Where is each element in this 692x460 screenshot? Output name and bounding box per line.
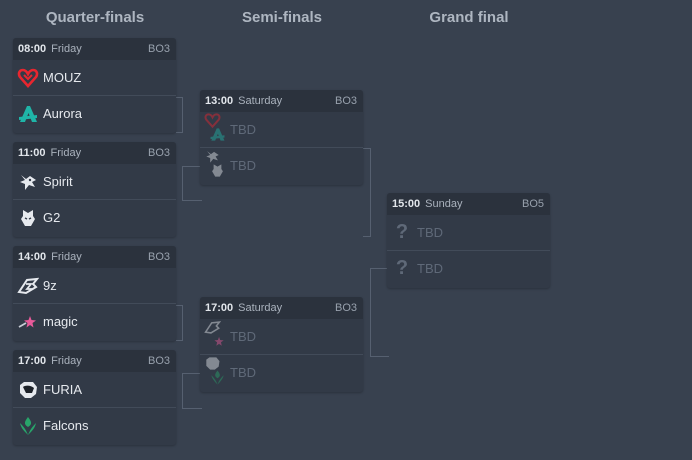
match-time: 13:00 — [205, 95, 234, 107]
match-qf-4[interactable]: 17:00 Friday BO3 FURIA Falcons — [13, 350, 176, 445]
match-header: 17:00 Saturday BO3 — [200, 297, 363, 319]
match-time: 17:00 — [18, 355, 47, 367]
match-header: 11:00 Friday BO3 — [13, 142, 176, 164]
connector-qf3-sf2 — [176, 305, 183, 341]
team-row-tbd[interactable]: TBD — [200, 354, 363, 390]
team-row-tbd[interactable]: TBD — [200, 112, 363, 147]
aurora-icon — [209, 126, 226, 143]
unknown-team-icon: ? — [395, 221, 409, 243]
team-row-falcons[interactable]: Falcons — [13, 407, 176, 443]
spirit-dragon-icon — [204, 148, 221, 165]
match-day: Sunday — [425, 198, 463, 210]
team-row-9z[interactable]: 9z — [13, 268, 176, 303]
match-day: Saturday — [238, 302, 283, 314]
magic-star-icon — [209, 333, 226, 350]
match-sf-1[interactable]: 13:00 Saturday BO3 TBD TBD — [200, 90, 363, 185]
match-time: 11:00 — [18, 147, 46, 159]
team-row-tbd[interactable]: TBD — [200, 147, 363, 183]
match-qf-2[interactable]: 11:00 Friday BO3 Spirit G2 — [13, 142, 176, 237]
match-header: 13:00 Saturday BO3 — [200, 90, 363, 112]
team-name: TBD — [417, 261, 443, 276]
match-day: Saturday — [238, 95, 283, 107]
match-format: BO5 — [521, 198, 544, 210]
match-format: BO3 — [147, 43, 170, 55]
match-format: BO3 — [147, 147, 170, 159]
match-time: 15:00 — [392, 198, 421, 210]
match-header: 15:00 Sunday BO5 — [387, 193, 550, 215]
mouz-heart-icon — [17, 67, 39, 89]
match-qf-3[interactable]: 14:00 Friday BO3 9z magic — [13, 246, 176, 341]
stage-title-semi-finals: Semi-finals — [241, 9, 323, 26]
match-day: Friday — [51, 43, 82, 55]
match-day: Friday — [50, 147, 82, 159]
team-name: TBD — [230, 158, 256, 173]
stage-title-quarter-finals: Quarter-finals — [45, 9, 145, 26]
9z-icon — [204, 319, 221, 336]
aurora-icon — [17, 103, 39, 125]
team-row-mouz[interactable]: MOUZ — [13, 60, 176, 95]
falcons-icon — [209, 369, 226, 386]
team-name: MOUZ — [43, 70, 82, 85]
match-sf-2[interactable]: 17:00 Saturday BO3 TBD TBD — [200, 297, 363, 392]
match-time: 17:00 — [205, 302, 234, 314]
team-name: Spirit — [43, 174, 73, 189]
team-name: G2 — [43, 210, 61, 225]
connector-sf2-gf — [370, 268, 389, 357]
match-day: Friday — [51, 355, 82, 367]
connector-qf2-sf1 — [182, 166, 202, 201]
match-time: 14:00 — [18, 251, 47, 263]
team-name: FURIA — [43, 382, 82, 397]
magic-star-icon — [17, 311, 39, 333]
match-header: 14:00 Friday BO3 — [13, 246, 176, 268]
team-name: TBD — [230, 122, 256, 137]
match-format: BO3 — [147, 251, 170, 263]
team-name: 9z — [43, 278, 57, 293]
pending-team-logos — [204, 320, 226, 350]
mouz-heart-icon — [204, 112, 221, 129]
match-format: BO3 — [334, 95, 357, 107]
match-format: BO3 — [334, 302, 357, 314]
team-row-magic[interactable]: magic — [13, 303, 176, 339]
team-row-tbd[interactable]: ? TBD — [387, 215, 550, 250]
pending-team-logos — [204, 150, 226, 179]
pending-team-logos — [204, 356, 226, 386]
match-format: BO3 — [147, 355, 170, 367]
9z-icon — [17, 275, 39, 297]
stage-title-grand-final: Grand final — [429, 9, 509, 26]
match-qf-1[interactable]: 08:00 Friday BO3 MOUZ Aurora — [13, 38, 176, 133]
match-time: 08:00 — [18, 43, 47, 55]
team-name: TBD — [230, 365, 256, 380]
pending-team-logos — [204, 112, 226, 143]
team-row-spirit[interactable]: Spirit — [13, 164, 176, 199]
match-header: 08:00 Friday BO3 — [13, 38, 176, 60]
team-name: magic — [43, 314, 78, 329]
connector-sf1-gf — [363, 148, 371, 237]
unknown-team-icon: ? — [395, 257, 409, 279]
furia-panther-icon — [17, 379, 39, 401]
match-day: Friday — [51, 251, 82, 263]
g2-samurai-icon — [17, 207, 39, 229]
match-grand-final[interactable]: 15:00 Sunday BO5 ? TBD ? TBD — [387, 193, 550, 288]
g2-samurai-icon — [209, 162, 226, 179]
team-row-tbd[interactable]: ? TBD — [387, 250, 550, 286]
falcons-icon — [17, 415, 39, 437]
team-row-aurora[interactable]: Aurora — [13, 95, 176, 131]
team-name: TBD — [417, 225, 443, 240]
team-row-g2[interactable]: G2 — [13, 199, 176, 235]
team-name: Aurora — [43, 106, 83, 121]
team-row-furia[interactable]: FURIA — [13, 372, 176, 407]
connector-qf1-sf1 — [176, 97, 183, 133]
furia-panther-icon — [204, 355, 221, 372]
match-header: 17:00 Friday BO3 — [13, 350, 176, 372]
team-name: Falcons — [43, 418, 89, 433]
team-name: TBD — [230, 329, 256, 344]
team-row-tbd[interactable]: TBD — [200, 319, 363, 354]
connector-qf4-sf2 — [182, 373, 202, 409]
spirit-dragon-icon — [17, 171, 39, 193]
